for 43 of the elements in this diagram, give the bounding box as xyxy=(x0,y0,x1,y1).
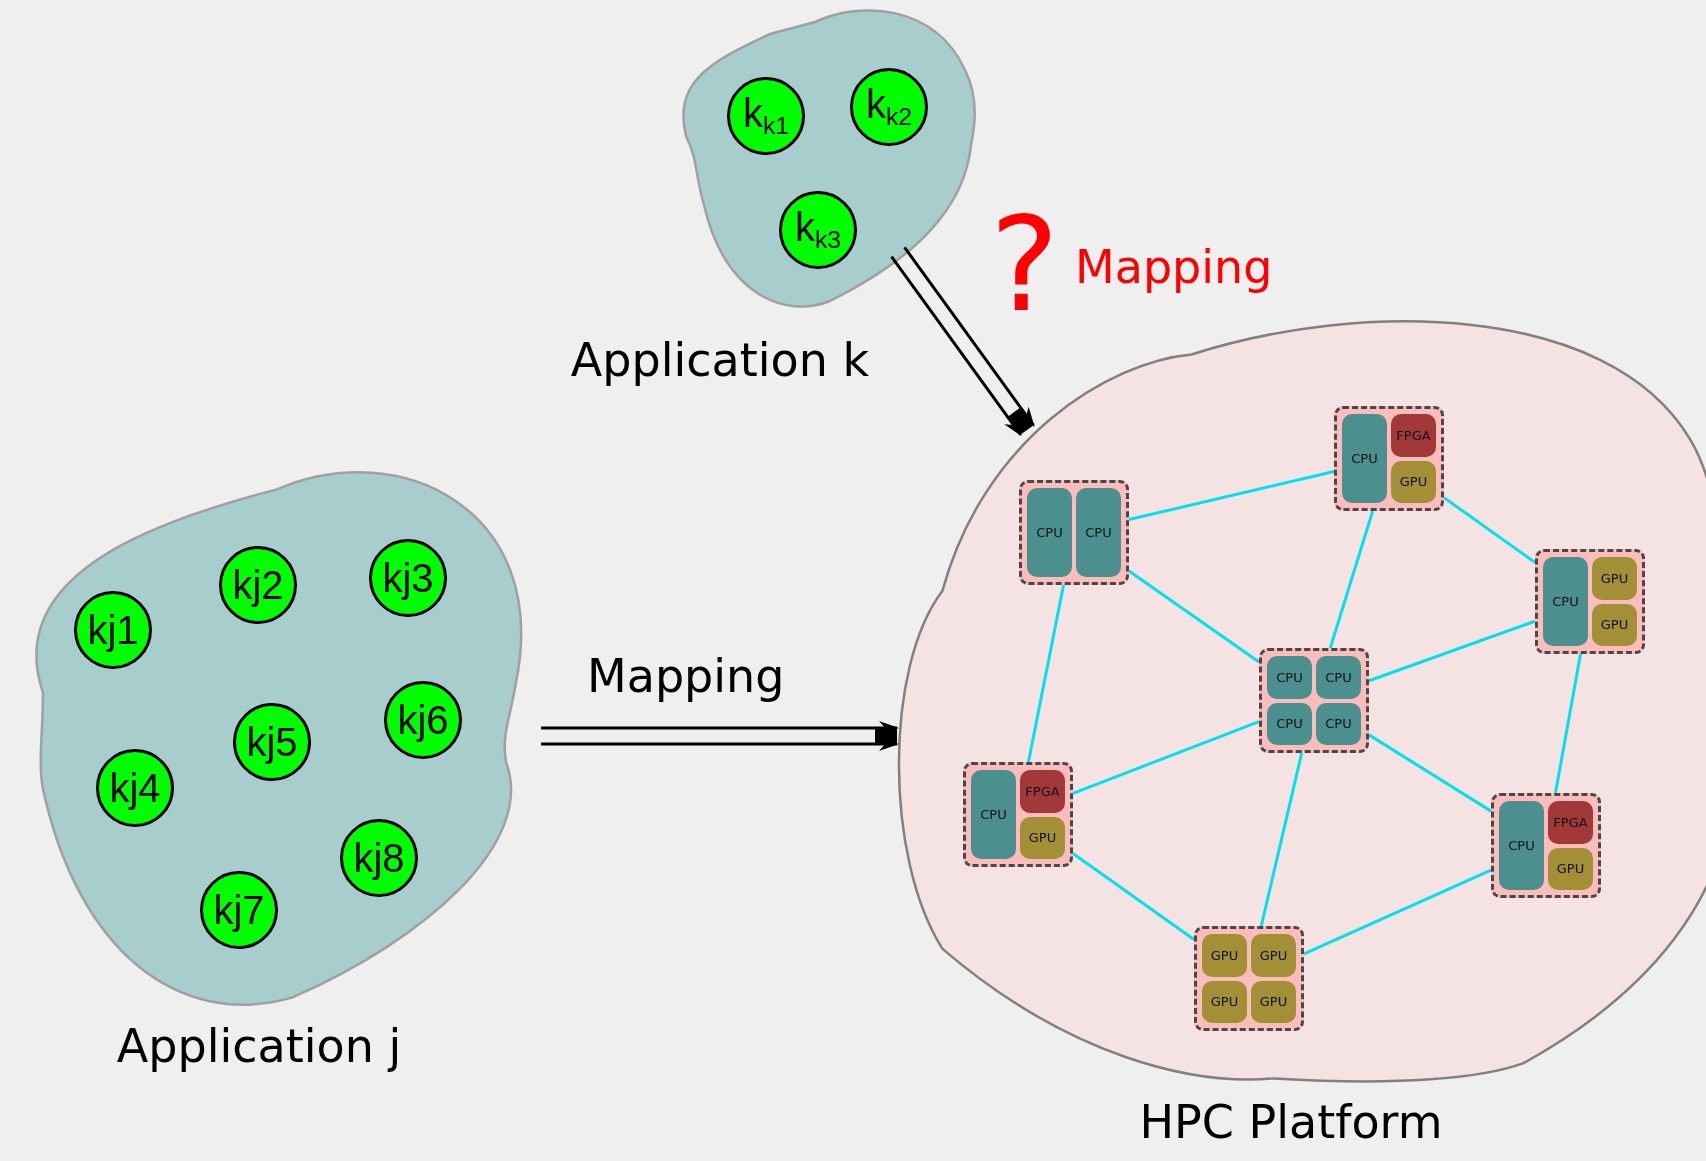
network-link xyxy=(1368,619,1536,683)
compute-node-box xyxy=(1334,406,1444,511)
processor-unit: FPGA xyxy=(1391,414,1436,457)
network-link xyxy=(1128,569,1260,664)
processor-unit: GPU xyxy=(1548,847,1593,890)
processor-unit: GPU xyxy=(1251,934,1296,977)
network-link xyxy=(1259,752,1304,927)
compute-node-box xyxy=(1535,549,1645,654)
processor-unit: GPU xyxy=(1202,980,1247,1023)
processor-unit: GPU xyxy=(1592,557,1637,600)
processor-unit: CPU xyxy=(1267,656,1312,699)
processor-unit: CPU xyxy=(1342,414,1387,503)
processor-unit: CPU xyxy=(1027,488,1072,577)
processor-unit: CPU xyxy=(1267,702,1312,745)
compute-node-box xyxy=(1491,793,1601,898)
network-link xyxy=(1072,852,1195,941)
processor-unit: GPU xyxy=(1391,460,1436,503)
processor-unit: GPU xyxy=(1202,934,1247,977)
group-label: HPC Platform xyxy=(1139,1099,1443,1145)
compute-node-box xyxy=(963,762,1073,867)
processor-unit: GPU xyxy=(1251,980,1296,1023)
network-link xyxy=(1072,720,1260,795)
question-mark: ? xyxy=(990,200,1059,330)
compute-node-box xyxy=(1019,480,1129,585)
processor-unit: CPU xyxy=(1316,702,1361,745)
processor-unit: FPGA xyxy=(1548,801,1593,844)
processor-unit: CPU xyxy=(971,770,1016,859)
processor-unit: GPU xyxy=(1592,603,1637,646)
processor-unit: CPU xyxy=(1499,801,1544,890)
compute-node-box xyxy=(1259,648,1369,753)
network-link xyxy=(1368,733,1492,813)
network-link xyxy=(1554,653,1582,794)
network-link xyxy=(1303,868,1492,956)
processor-unit: GPU xyxy=(1020,816,1065,859)
processor-unit: CPU xyxy=(1543,557,1588,646)
processor-unit: CPU xyxy=(1316,656,1361,699)
network-link xyxy=(1443,496,1536,564)
network-link xyxy=(1328,510,1375,649)
processor-unit: FPGA xyxy=(1020,770,1065,813)
network-link xyxy=(1026,584,1066,763)
network-link xyxy=(1128,469,1335,522)
processor-unit: CPU xyxy=(1076,488,1121,577)
compute-node-box xyxy=(1194,926,1304,1031)
